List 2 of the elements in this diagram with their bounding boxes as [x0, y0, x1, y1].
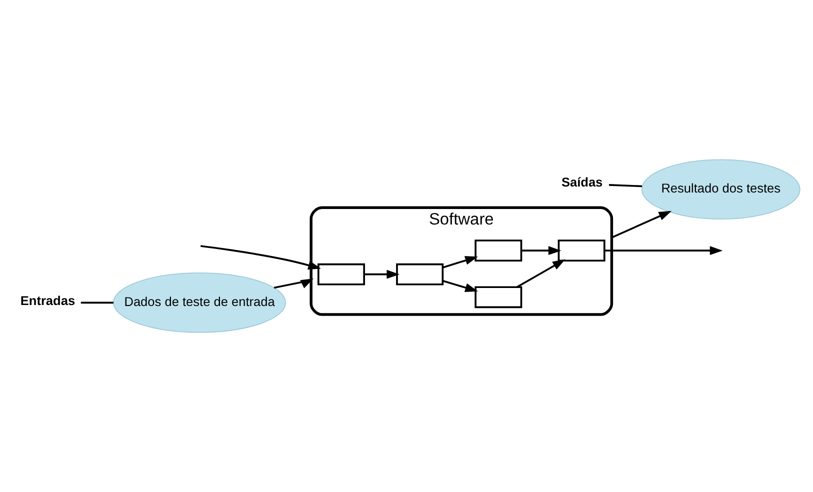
node-text: Entradas	[20, 293, 76, 308]
node-text: Saídas	[561, 174, 603, 190]
